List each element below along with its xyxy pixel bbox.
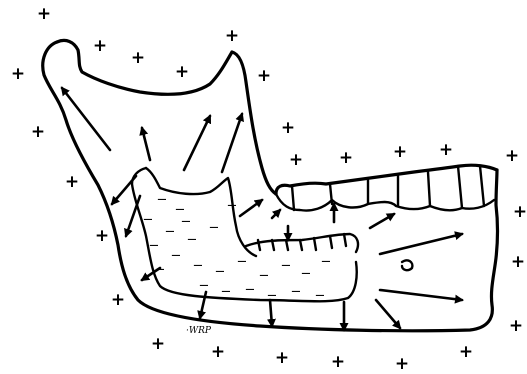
arrow-icon (142, 128, 150, 160)
minus-sign-icon: − (165, 225, 176, 240)
plus-sign-icon: + (211, 342, 225, 362)
plus-sign-icon: + (225, 26, 239, 46)
minus-sign-icon: − (193, 259, 204, 274)
plus-sign-icon: + (289, 150, 303, 170)
minus-sign-icon: − (321, 255, 332, 270)
arrow-icon (376, 300, 400, 328)
plus-sign-group: + + + + + + + + + + + + + + + + + + + + + + + + + + (11, 4, 527, 374)
arrow-icon (240, 200, 262, 216)
plus-sign-icon: + (439, 140, 453, 160)
plus-sign-icon: + (111, 290, 125, 310)
minus-sign-icon: − (221, 285, 232, 300)
mental-foramen (402, 260, 412, 270)
minus-sign-icon: − (181, 215, 192, 230)
plus-sign-icon: + (509, 316, 523, 336)
plus-sign-icon: + (395, 354, 409, 374)
plus-sign-icon: + (93, 36, 107, 56)
plus-sign-icon: + (513, 202, 527, 222)
plus-sign-icon: + (339, 148, 353, 168)
minus-sign-icon: − (237, 255, 248, 270)
plus-sign-icon: + (11, 64, 25, 84)
minus-sign-icon: − (267, 289, 278, 304)
minus-sign-icon: − (259, 269, 270, 284)
arrow-icon (272, 210, 280, 218)
plus-sign-icon: + (131, 48, 145, 68)
minus-sign-icon: − (301, 267, 312, 282)
minus-sign-icon: − (171, 249, 182, 264)
arrow-icon (380, 234, 462, 254)
arrow-icon (370, 214, 394, 228)
lingula-outline (146, 168, 256, 256)
arrow-icon (380, 290, 462, 300)
minus-sign-icon: − (155, 263, 166, 278)
artist-signature: ·WRP (186, 326, 212, 336)
plus-sign-icon: + (511, 252, 525, 272)
minus-sign-icon: − (187, 233, 198, 248)
plus-sign-icon: + (37, 4, 51, 24)
minus-sign-icon: − (245, 283, 256, 298)
minus-sign-icon: − (291, 285, 302, 300)
arrow-icon (62, 88, 110, 150)
minus-sign-group: −−−−−−−−−−−−−−−−−−−−−−−− (143, 193, 332, 304)
upper-teeth-outline (276, 165, 497, 194)
plus-sign-icon: + (281, 118, 295, 138)
minus-sign-icon: − (157, 193, 168, 208)
arrow-icon (126, 196, 140, 236)
minus-sign-icon: − (215, 265, 226, 280)
plus-sign-icon: + (505, 146, 519, 166)
minus-sign-icon: − (209, 221, 220, 236)
arrow-icon (270, 300, 272, 326)
minus-sign-icon: − (281, 259, 292, 274)
minus-sign-icon: − (143, 213, 154, 228)
plus-sign-icon: + (175, 62, 189, 82)
plus-sign-icon: + (459, 342, 473, 362)
minus-sign-icon: − (227, 199, 238, 214)
plus-sign-icon: + (65, 172, 79, 192)
plus-sign-icon: + (31, 122, 45, 142)
arrow-icon (222, 114, 242, 172)
plus-sign-icon: + (275, 348, 289, 368)
plus-sign-icon: + (95, 226, 109, 246)
plus-sign-icon: + (331, 352, 345, 372)
plus-sign-icon: + (393, 142, 407, 162)
plus-sign-icon: + (257, 66, 271, 86)
arrow-icon (184, 116, 210, 170)
plus-sign-icon: + (151, 334, 165, 354)
minus-sign-icon: − (149, 239, 160, 254)
minus-sign-icon: − (199, 279, 210, 294)
minus-sign-icon: − (315, 289, 326, 304)
